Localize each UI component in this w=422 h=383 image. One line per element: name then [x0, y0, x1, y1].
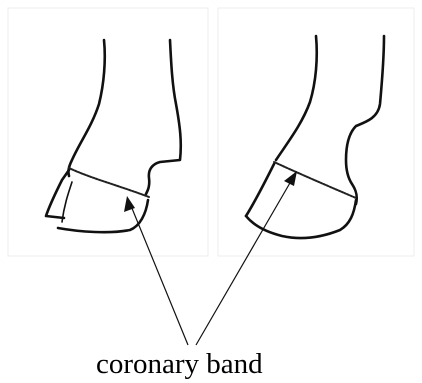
left-panel-frame [8, 8, 208, 256]
left-hoof-panel [8, 8, 208, 256]
coronary-band-label: coronary band [96, 348, 263, 380]
right-hoof-panel [218, 8, 414, 256]
